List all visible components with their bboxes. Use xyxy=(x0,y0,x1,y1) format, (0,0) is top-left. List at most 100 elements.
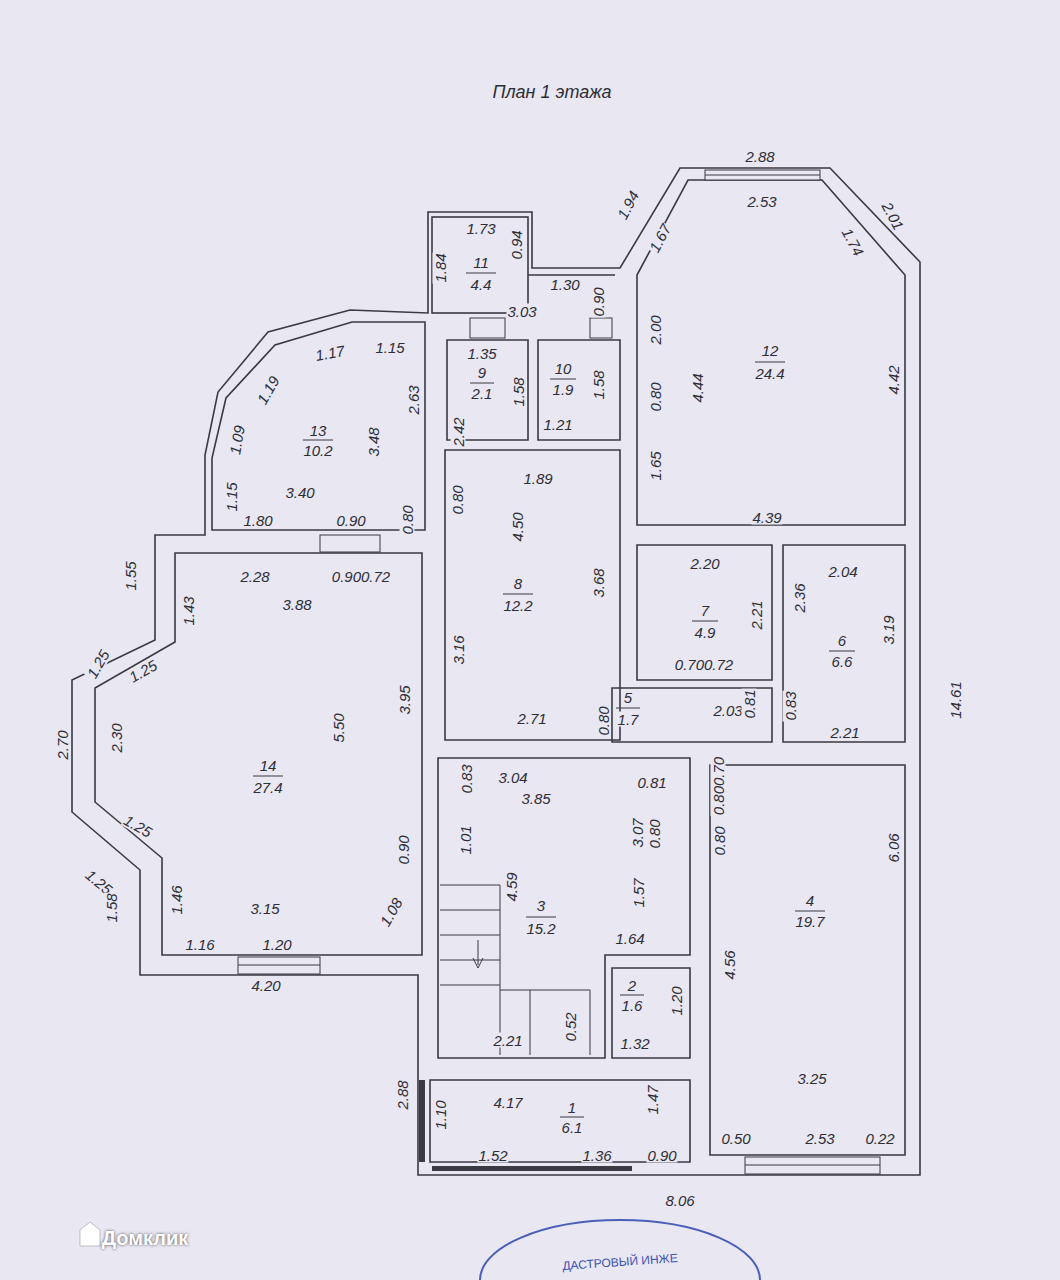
dimension-label: 3.48 xyxy=(366,426,381,457)
dimension-label: 0.80 xyxy=(712,825,727,856)
dimension-label: 1.57 xyxy=(631,877,646,908)
dimension-label: 0.83 xyxy=(783,690,798,721)
stair-step xyxy=(440,885,500,886)
window xyxy=(238,957,320,974)
dimension-label: 10 xyxy=(554,361,573,376)
window xyxy=(705,170,820,180)
dimension-label: 1.58 xyxy=(591,369,606,400)
dimension-label: 0.90 xyxy=(335,513,366,528)
dimension-label: 0.90 xyxy=(591,286,606,317)
dimension-label: 3.68 xyxy=(591,567,606,598)
dimension-label: 5.50 xyxy=(331,712,346,743)
dimension-label: 4.39 xyxy=(751,510,782,525)
dimension-label: 0.81 xyxy=(742,688,757,719)
stair-step xyxy=(440,910,500,911)
dimension-label: 1.08 xyxy=(377,895,406,930)
dimension-label: 3.25 xyxy=(796,1071,827,1086)
fraction-bar xyxy=(526,917,556,918)
dimension-label: 2.53 xyxy=(804,1131,835,1146)
dimension-label: 1.7 xyxy=(617,712,640,727)
dimension-label: 0.52 xyxy=(563,1011,578,1042)
dimension-label: 1.84 xyxy=(433,252,448,283)
fraction-bar xyxy=(503,594,533,595)
dimension-label: 1.47 xyxy=(645,1084,660,1115)
dimension-label: 3.85 xyxy=(520,791,551,806)
dimension-label: 1.58 xyxy=(511,376,526,407)
dimension-label: 1.46 xyxy=(169,884,184,915)
dimension-label: 2.28 xyxy=(239,569,270,584)
dimension-label: 4 xyxy=(805,893,815,908)
fraction-bar xyxy=(253,776,283,777)
dimension-label: 3.40 xyxy=(284,485,315,500)
fraction-bar xyxy=(616,708,640,709)
room-outline xyxy=(212,322,425,530)
room-outline xyxy=(95,553,422,955)
dimension-label: 2.63 xyxy=(406,384,421,415)
dimension-label: 2 xyxy=(627,978,637,993)
dimension-label: 1.32 xyxy=(619,1036,650,1051)
room-outline xyxy=(710,765,905,1155)
dimension-label: 2.42 xyxy=(451,416,466,447)
dimension-label: 8.06 xyxy=(664,1193,695,1208)
dimension-label: 1.25 xyxy=(121,812,156,841)
fraction-bar xyxy=(303,440,333,441)
watermark: Домклик xyxy=(101,1228,190,1248)
dimension-label: 1.30 xyxy=(549,277,580,292)
dimension-label: 2.01 xyxy=(879,199,907,234)
dimension-label: 2.88 xyxy=(744,149,775,164)
dimension-label: 1.25 xyxy=(126,657,161,686)
stair-step xyxy=(530,990,531,1055)
dimension-label: 1.16 xyxy=(184,937,215,952)
dimension-label: 0.80 xyxy=(647,818,662,849)
dimension-label: 2.1 xyxy=(471,386,494,401)
room-outline xyxy=(538,340,620,440)
window xyxy=(238,965,320,966)
dimension-label: 3.16 xyxy=(451,634,466,665)
dimension-label: 15.2 xyxy=(525,921,556,936)
stair-arrow xyxy=(478,940,479,965)
dimension-label: 0.900.72 xyxy=(331,569,391,584)
dimension-label: 4.9 xyxy=(694,625,717,640)
dimension-label: 4.50 xyxy=(510,511,525,542)
dimension-label: 12.2 xyxy=(502,598,533,613)
dimension-label: 8 xyxy=(513,576,523,591)
dimension-label: 0.83 xyxy=(459,763,474,794)
fraction-bar xyxy=(470,383,494,384)
dimension-label: 9 xyxy=(477,365,487,380)
fraction-bar xyxy=(466,273,496,274)
dimension-label: 0.80 xyxy=(648,381,663,412)
dimension-label: 1.9 xyxy=(552,382,575,397)
dimension-label: 7 xyxy=(700,603,710,618)
dimension-label: 2.21 xyxy=(492,1033,523,1048)
room-outline xyxy=(432,217,528,313)
dimension-label: 4.4 xyxy=(470,277,493,292)
dimension-label: 3.95 xyxy=(397,684,412,715)
dimension-label: 4.44 xyxy=(690,372,705,403)
dimension-label: 0.90 xyxy=(396,834,411,865)
dimension-label: 1.67 xyxy=(646,221,674,256)
window xyxy=(705,175,820,176)
dimension-label: 1.58 xyxy=(104,892,119,923)
stairs xyxy=(440,885,590,1055)
dimension-label: 2.71 xyxy=(516,711,547,726)
dimension-label: 0.80 xyxy=(400,504,415,535)
dimension-label: 10.2 xyxy=(302,443,333,458)
room-outline xyxy=(637,545,772,680)
dimension-label: 4.56 xyxy=(722,949,737,980)
dimension-label: 24.4 xyxy=(754,366,785,381)
room-outline xyxy=(637,180,905,525)
dimension-label: 2.36 xyxy=(792,582,807,613)
dimension-label: 11 xyxy=(472,255,490,270)
window xyxy=(745,1157,880,1174)
dimension-label: 1.89 xyxy=(522,471,553,486)
stamp-text: ДАСТРОВЫЙ ИНЖЕ xyxy=(561,1252,679,1272)
dimension-label: 2.03 xyxy=(712,703,743,718)
dimension-label: 27.4 xyxy=(252,780,283,795)
stair-step xyxy=(440,935,500,936)
dimension-label: 1.15 xyxy=(374,340,405,355)
walls xyxy=(72,168,920,1175)
dimension-label: 1.43 xyxy=(181,595,196,626)
dimension-label: 1.74 xyxy=(839,225,867,260)
